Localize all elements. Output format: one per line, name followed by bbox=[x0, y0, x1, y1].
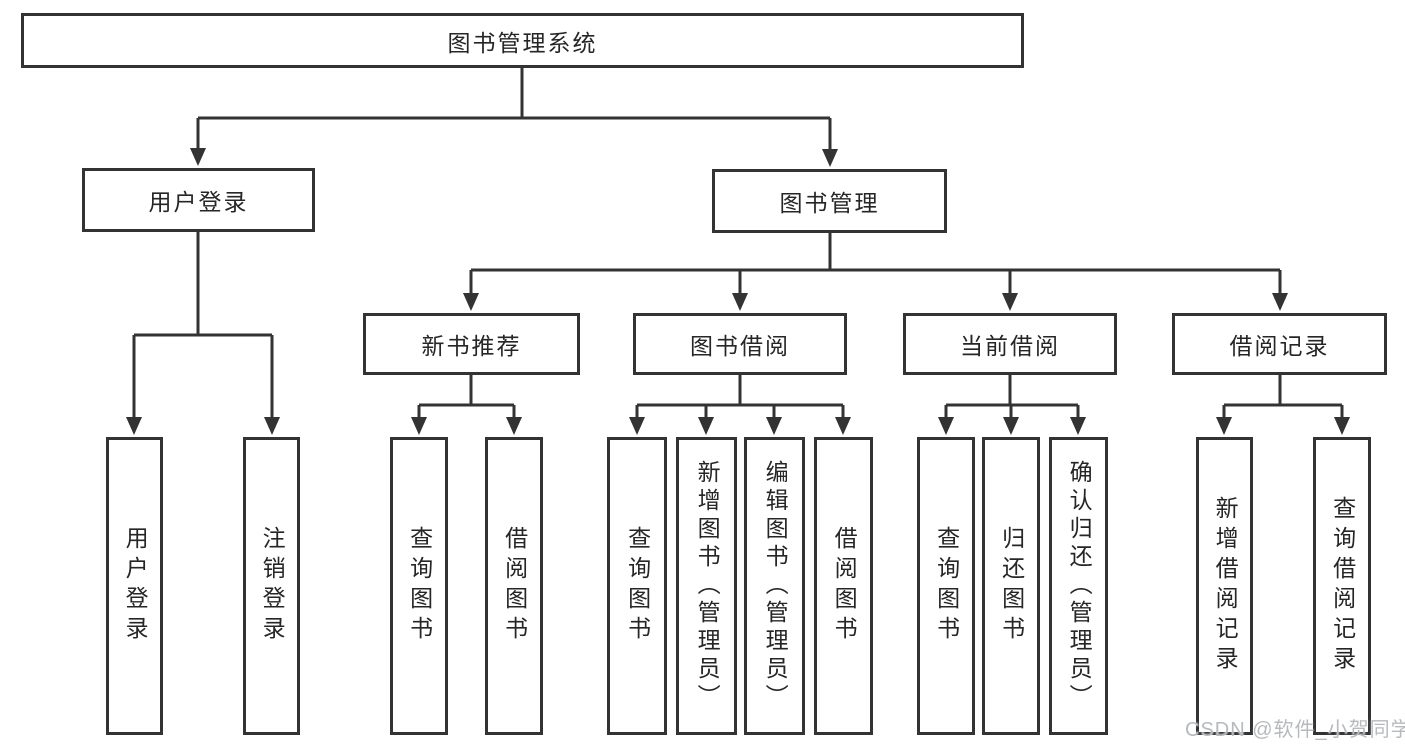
node-new-book-recommend-label: 新书推荐 bbox=[421, 333, 522, 359]
leaf-newbook-borrow-books-label: 借阅图书 bbox=[501, 526, 528, 646]
leaf-query-borrow-record-label: 查询借阅记录 bbox=[1329, 496, 1356, 676]
node-borrow-records-label: 借阅记录 bbox=[1229, 333, 1330, 359]
node-library-system-label: 图书管理系统 bbox=[447, 29, 598, 56]
leaf-borrow-borrow-books: 借阅图书 bbox=[814, 437, 873, 735]
leaf-return-book: 归还图书 bbox=[982, 437, 1040, 735]
leaf-add-borrow-record-label: 新增借阅记录 bbox=[1212, 496, 1239, 676]
leaf-add-borrow-record: 新增借阅记录 bbox=[1196, 437, 1253, 735]
node-current-borrow-label: 当前借阅 bbox=[960, 333, 1060, 359]
leaf-return-book-label: 归还图书 bbox=[998, 526, 1025, 646]
leaf-newbook-query-books: 查询图书 bbox=[390, 437, 448, 735]
leaf-edit-book-admin-label: 编辑图书（管理员） bbox=[762, 460, 789, 712]
leaf-borrow-query-books: 查询图书 bbox=[607, 437, 667, 735]
leaf-user-login: 用户登录 bbox=[106, 437, 163, 735]
leaf-add-book-admin: 新增图书（管理员） bbox=[676, 437, 737, 735]
node-book-management-label: 图书管理 bbox=[779, 190, 880, 216]
node-book-borrow-label: 图书借阅 bbox=[690, 333, 790, 359]
leaf-newbook-borrow-books: 借阅图书 bbox=[485, 437, 543, 735]
leaf-edit-book-admin: 编辑图书（管理员） bbox=[744, 437, 805, 735]
leaf-query-borrow-record: 查询借阅记录 bbox=[1313, 437, 1371, 735]
arrowheads bbox=[126, 148, 1350, 435]
node-library-system: 图书管理系统 bbox=[21, 13, 1024, 68]
node-user-login-label: 用户登录 bbox=[148, 189, 249, 215]
csdn-watermark: CSDN @软件_小贺同学 bbox=[1185, 719, 1405, 741]
node-borrow-records: 借阅记录 bbox=[1172, 313, 1387, 375]
node-current-borrow: 当前借阅 bbox=[903, 313, 1117, 375]
node-book-management: 图书管理 bbox=[712, 169, 947, 233]
leaf-logout: 注销登录 bbox=[243, 437, 300, 735]
leaf-current-query-books: 查询图书 bbox=[917, 437, 975, 735]
leaf-confirm-return-admin: 确认归还（管理员） bbox=[1049, 437, 1108, 735]
leaf-borrow-query-books-label: 查询图书 bbox=[624, 526, 651, 646]
leaf-current-query-books-label: 查询图书 bbox=[933, 526, 960, 646]
node-user-login: 用户登录 bbox=[82, 168, 315, 232]
leaf-add-book-admin-label: 新增图书（管理员） bbox=[694, 460, 721, 712]
leaf-borrow-borrow-books-label: 借阅图书 bbox=[831, 526, 858, 646]
leaf-logout-label: 注销登录 bbox=[259, 526, 286, 646]
leaf-newbook-query-books-label: 查询图书 bbox=[406, 526, 433, 646]
node-book-borrow: 图书借阅 bbox=[633, 313, 847, 375]
node-new-book-recommend: 新书推荐 bbox=[363, 313, 580, 375]
leaf-confirm-return-admin-label: 确认归还（管理员） bbox=[1066, 460, 1093, 712]
leaf-user-login-label: 用户登录 bbox=[122, 526, 149, 646]
